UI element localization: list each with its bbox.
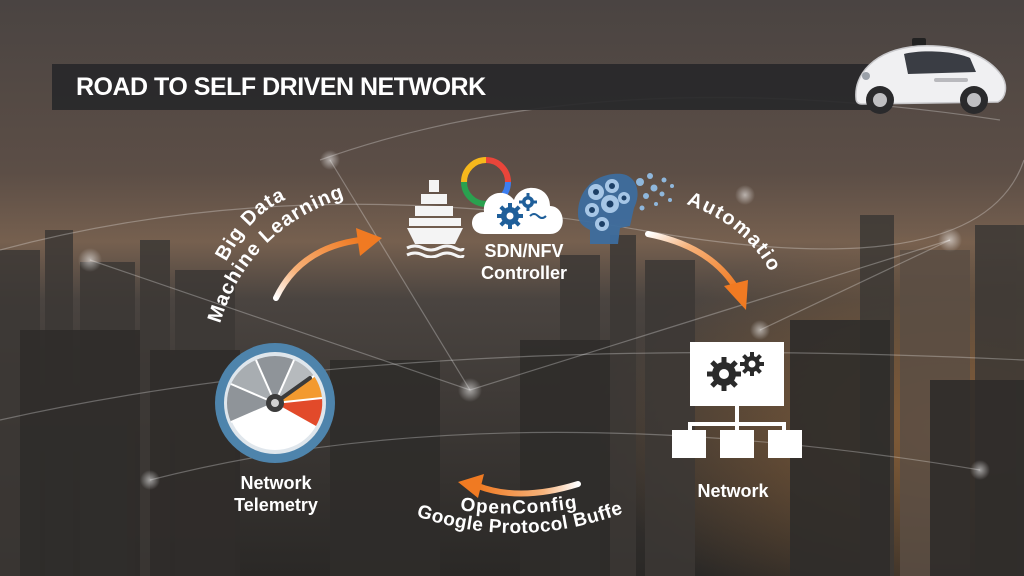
network-label: Network [697, 481, 769, 501]
arrow-telemetry-to-controller [273, 228, 382, 301]
label-google-protocol-buffer: Google Protocol Buffer [0, 0, 625, 538]
controller-label-line2: Controller [480, 263, 567, 283]
self-driving-car-icon [855, 38, 1007, 114]
label-automation: Automation [0, 0, 784, 276]
controller-label-line1: SDN/NFV [484, 241, 564, 261]
arrow-network-to-telemetry [458, 474, 581, 498]
ship-icon [406, 180, 465, 258]
svg-text:Google Protocol Buffer: Google Protocol Buffer [0, 0, 625, 538]
ai-head-icon [578, 173, 674, 244]
telemetry-label-line2: Telemetry [234, 495, 318, 515]
controller-label: SDN/NFV Controller [455, 240, 593, 284]
network-gears-icon [672, 342, 802, 458]
slide-title: ROAD TO SELF DRIVEN NETWORK [76, 73, 486, 101]
arrow-controller-to-network [645, 231, 748, 310]
title-bar [52, 64, 882, 110]
telemetry-label-line1: Network [240, 473, 312, 493]
svg-text:Automation: Automation [0, 0, 786, 276]
gears-cloud-icon [472, 187, 563, 234]
telemetry-label: Network Telemetry [212, 472, 340, 516]
gauge-icon [215, 343, 335, 463]
